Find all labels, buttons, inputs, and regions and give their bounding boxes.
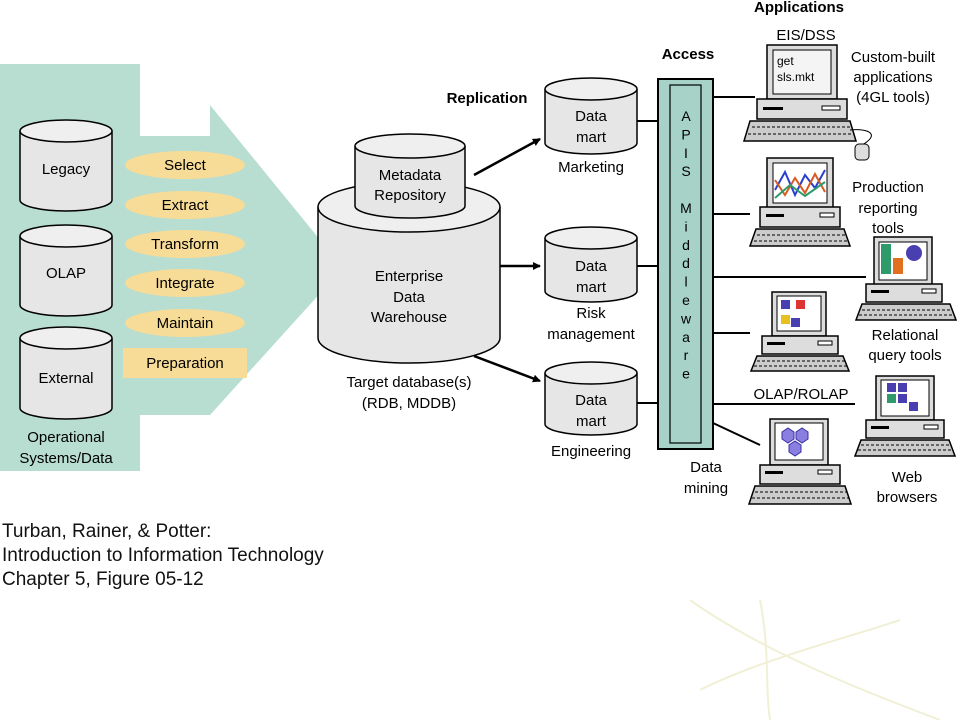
caption-line: Introduction to Information Technology	[2, 545, 324, 566]
middleware-letter: e	[682, 292, 690, 308]
source-olap-cylinder: OLAP	[19, 224, 113, 317]
replication-arrow-engineering	[473, 354, 541, 383]
data-mart-marketing: Data mart	[544, 77, 638, 155]
process-maintain: Maintain	[125, 309, 245, 337]
middleware-letter: a	[682, 329, 690, 345]
process-select: Select	[125, 151, 245, 179]
source-external-cylinder: External	[19, 326, 113, 420]
mart-caption: Engineering	[551, 443, 631, 460]
middleware-letter: l	[684, 274, 687, 290]
middleware-bar-inner	[669, 84, 702, 444]
mining-label: mining	[684, 480, 728, 497]
computer-eis-icon: get sls.mkt	[742, 44, 872, 161]
custom-label: applications	[853, 69, 932, 86]
process-extract: Extract	[125, 191, 245, 219]
svg-text:Data: Data	[575, 108, 607, 125]
middleware-letter: e	[682, 366, 690, 382]
svg-text:Data: Data	[393, 289, 425, 306]
target-database-label: (RDB, MDDB)	[362, 395, 456, 412]
svg-text:Data: Data	[575, 392, 607, 409]
screen-text: sls.mkt	[777, 70, 815, 84]
svg-text:Transform: Transform	[151, 236, 219, 253]
computer-mining-icon	[747, 418, 853, 505]
figure-caption: Turban, Rainer, & Potter: Introduction t…	[2, 520, 324, 592]
svg-text:mart: mart	[576, 129, 607, 146]
svg-text:Data: Data	[575, 258, 607, 275]
svg-text:Warehouse: Warehouse	[371, 309, 447, 326]
svg-text:Maintain: Maintain	[157, 315, 214, 332]
custom-label: (4GL tools)	[856, 89, 930, 106]
mart-caption: Marketing	[558, 159, 624, 176]
middleware-letter: I	[684, 145, 688, 161]
mining-label: Data	[690, 459, 722, 476]
svg-text:Integrate: Integrate	[155, 275, 214, 292]
decorative-lines	[689, 599, 941, 720]
production-label: Production	[852, 179, 924, 196]
source-label: External	[38, 370, 93, 387]
applications-heading: Applications	[754, 0, 844, 16]
middleware-letter: r	[684, 347, 689, 363]
svg-text:Extract: Extract	[162, 197, 210, 214]
computer-relational-icon	[854, 236, 958, 321]
svg-text:mart: mart	[576, 413, 607, 430]
olap-label: OLAP/ROLAP	[753, 386, 848, 403]
middleware-letter: P	[681, 126, 690, 142]
svg-text:mart: mart	[576, 279, 607, 296]
caption-line: Chapter 5, Figure 05-12	[2, 569, 204, 590]
web-label: browsers	[877, 489, 938, 506]
screen-text: get	[777, 54, 794, 68]
production-label: tools	[872, 220, 904, 237]
svg-text:Enterprise: Enterprise	[375, 268, 443, 285]
caption-line: Turban, Rainer, & Potter:	[2, 521, 212, 542]
middleware-letter: A	[681, 108, 691, 124]
process-transform: Transform	[125, 230, 245, 258]
process-integrate: Integrate	[125, 269, 245, 297]
metadata-repository-cylinder: Metadata Repository	[354, 133, 466, 219]
sources-caption: Operational	[27, 429, 105, 446]
svg-text:Preparation: Preparation	[146, 355, 224, 372]
source-label: Legacy	[42, 161, 91, 178]
middleware-letter: d	[682, 255, 690, 271]
replication-arrow-marketing	[473, 137, 541, 177]
data-mart-engineering: Data mart	[544, 361, 638, 436]
computer-query-icon	[749, 291, 851, 372]
sources-caption: Systems/Data	[19, 450, 113, 467]
svg-text:Metadata: Metadata	[379, 167, 442, 184]
middleware-letter: d	[682, 237, 690, 253]
custom-label: Custom-built	[851, 49, 936, 66]
middleware-letter: S	[681, 163, 690, 179]
relational-label: Relational	[872, 327, 939, 344]
svg-text:Select: Select	[164, 157, 207, 174]
computer-production-icon	[748, 157, 852, 247]
eis-label: EIS/DSS	[776, 27, 835, 44]
access-label: Access	[662, 46, 715, 63]
process-preparation: Preparation	[123, 348, 247, 378]
relational-label: query tools	[868, 347, 941, 364]
target-database-label: Target database(s)	[346, 374, 471, 391]
connector	[712, 422, 761, 446]
middleware-letter: M	[680, 200, 692, 216]
computer-web-icon	[853, 375, 957, 457]
data-mart-risk: Data mart	[544, 226, 638, 303]
mart-caption: Risk	[576, 305, 606, 322]
svg-text:Repository: Repository	[374, 187, 446, 204]
mart-caption: management	[547, 326, 635, 343]
middleware-letter: i	[684, 218, 687, 234]
web-label: Web	[892, 469, 923, 486]
middleware-letter: w	[680, 310, 692, 326]
source-label: OLAP	[46, 265, 86, 282]
replication-label: Replication	[447, 90, 528, 107]
source-legacy-cylinder: Legacy	[19, 119, 113, 212]
production-label: reporting	[858, 200, 917, 217]
